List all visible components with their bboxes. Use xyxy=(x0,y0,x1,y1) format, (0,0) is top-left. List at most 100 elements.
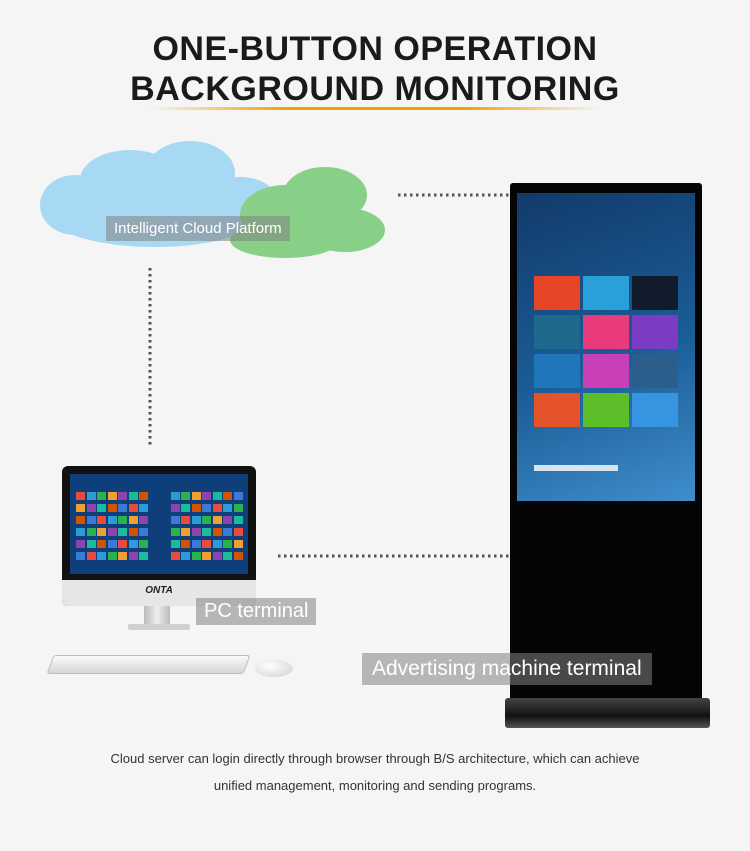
monitor-tile xyxy=(212,492,222,500)
monitor-tile xyxy=(128,540,138,548)
kiosk-tile xyxy=(632,354,678,388)
monitor-tile xyxy=(128,504,138,512)
monitor-tile xyxy=(86,504,96,512)
monitor-tile xyxy=(97,516,106,524)
monitor-tile xyxy=(223,540,232,548)
monitor-tile xyxy=(139,492,148,500)
heading-underline xyxy=(150,107,600,110)
kiosk-tile xyxy=(583,315,629,349)
monitor-tile xyxy=(212,516,222,524)
monitor-tile xyxy=(191,516,201,524)
monitor-tile xyxy=(212,540,222,548)
monitor-tile xyxy=(86,552,96,560)
monitor-tile xyxy=(76,528,85,536)
monitor-tile xyxy=(181,528,190,536)
pc-monitor: ONTA xyxy=(62,466,256,606)
monitor-tile xyxy=(97,528,106,536)
monitor-tile xyxy=(118,492,127,500)
monitor-tile xyxy=(107,504,117,512)
monitor-tile xyxy=(86,492,96,500)
monitor-tile xyxy=(128,552,138,560)
monitor-brand-logo: ONTA xyxy=(145,585,173,596)
monitor-tile xyxy=(118,516,127,524)
kiosk-tile xyxy=(583,393,629,427)
monitor-tile xyxy=(107,516,117,524)
caption-line-2: unified management, monitoring and sendi… xyxy=(213,778,537,793)
monitor-tile xyxy=(181,540,190,548)
cloud-illustration xyxy=(40,141,385,258)
advertising-kiosk xyxy=(510,183,702,728)
monitor-tile xyxy=(128,516,138,524)
monitor-stand-foot xyxy=(128,624,190,630)
monitor-tile xyxy=(202,540,211,548)
monitor-tile xyxy=(76,552,85,560)
pc-terminal-label: PC terminal xyxy=(196,598,317,625)
monitor-tile xyxy=(191,528,201,536)
monitor-tile xyxy=(139,552,148,560)
monitor-tile xyxy=(202,528,211,536)
monitor-tile xyxy=(118,528,127,536)
kiosk-search-bar xyxy=(534,465,618,471)
monitor-tile xyxy=(202,516,211,524)
monitor-tile xyxy=(191,552,201,560)
monitor-tile xyxy=(233,516,243,524)
monitor-tile xyxy=(191,540,201,548)
monitor-tile xyxy=(139,540,148,548)
monitor-tile xyxy=(233,504,243,512)
kiosk-tile xyxy=(583,276,629,310)
monitor-tile xyxy=(128,492,138,500)
monitor-tile xyxy=(170,492,180,500)
monitor-tile xyxy=(97,540,106,548)
monitor-tile xyxy=(107,552,117,560)
monitor-tile xyxy=(233,540,243,548)
monitor-tile xyxy=(233,492,243,500)
monitor-tile xyxy=(170,552,180,560)
monitor-tile xyxy=(107,492,117,500)
monitor-tile xyxy=(223,492,232,500)
monitor-tile xyxy=(76,516,85,524)
monitor-tile xyxy=(139,528,148,536)
monitor-tile xyxy=(233,528,243,536)
connector-cloud-to-kiosk xyxy=(398,193,510,197)
monitor-tile xyxy=(223,504,232,512)
monitor-tile xyxy=(223,552,232,560)
monitor-tile xyxy=(86,540,96,548)
advertising-machine-label: Advertising machine terminal xyxy=(362,653,652,685)
monitor-tile xyxy=(170,528,180,536)
caption-line-1: Cloud server can login directly through … xyxy=(110,751,640,766)
monitor-tile xyxy=(181,516,190,524)
kiosk-tile xyxy=(583,354,629,388)
monitor-tile xyxy=(139,516,148,524)
monitor-tile xyxy=(212,528,222,536)
kiosk-tile xyxy=(632,315,678,349)
cloud-label: Intelligent Cloud Platform xyxy=(106,216,290,241)
mouse xyxy=(255,660,293,677)
caption: Cloud server can login directly through … xyxy=(0,745,750,799)
monitor-tile xyxy=(202,492,211,500)
monitor-tile xyxy=(76,540,85,548)
heading-line-1: ONE-BUTTON OPERATION xyxy=(152,30,598,68)
keyboard xyxy=(46,655,251,674)
monitor-tile xyxy=(170,504,180,512)
monitor-tile xyxy=(118,504,127,512)
monitor-tile xyxy=(181,504,190,512)
monitor-tile xyxy=(139,504,148,512)
monitor-stand-neck xyxy=(144,606,170,626)
kiosk-tile xyxy=(534,393,580,427)
monitor-tile xyxy=(191,504,201,512)
monitor-tile xyxy=(76,504,85,512)
monitor-tile xyxy=(86,528,96,536)
monitor-tile xyxy=(170,516,180,524)
monitor-tile xyxy=(202,552,211,560)
monitor-tile xyxy=(97,492,106,500)
monitor-tile xyxy=(118,552,127,560)
monitor-tile xyxy=(223,528,232,536)
kiosk-tile xyxy=(534,354,580,388)
monitor-tile xyxy=(181,492,190,500)
monitor-tile xyxy=(170,540,180,548)
monitor-tile xyxy=(223,516,232,524)
kiosk-tile xyxy=(534,276,580,310)
monitor-tile xyxy=(212,504,222,512)
kiosk-tile xyxy=(534,315,580,349)
kiosk-screen xyxy=(517,193,695,501)
